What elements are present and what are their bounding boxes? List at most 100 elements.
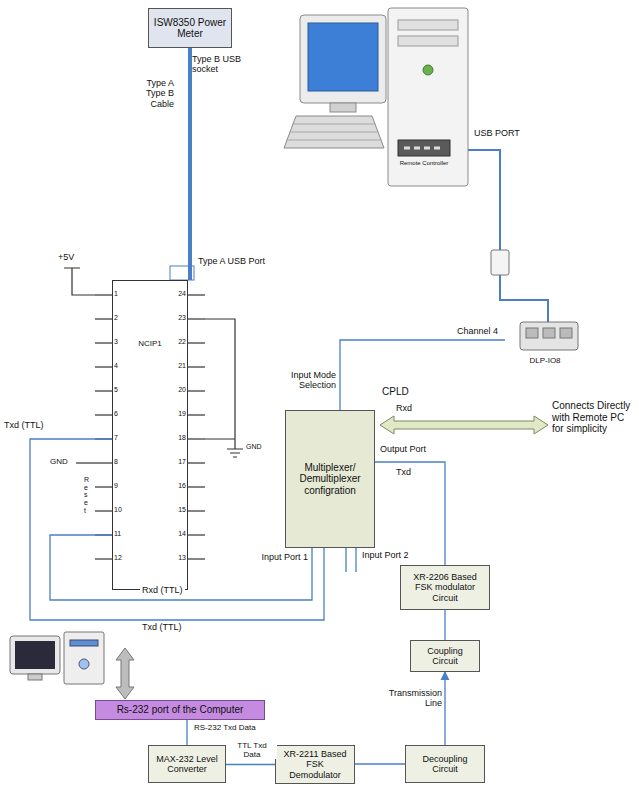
node-text: Decoupling Circuit: [410, 754, 480, 775]
ground-symbol: [227, 449, 243, 457]
signal-wire: [186, 720, 187, 745]
pin-number: 18: [170, 434, 186, 442]
process-box: Decoupling Circuit: [405, 745, 485, 783]
pin-number: 24: [170, 290, 186, 298]
pin-stub: [95, 294, 112, 295]
pin-number: 16: [170, 482, 186, 490]
pin-number: 15: [170, 506, 186, 514]
usb-cable: [188, 48, 192, 280]
pin-number: 20: [170, 386, 186, 394]
wire-label: RS-232 Txd Data: [192, 723, 258, 732]
signal-label: Txd (TTL): [4, 420, 44, 430]
pin-stub: [95, 510, 112, 511]
port-label: Input Port 1: [242, 552, 308, 562]
wire-label: Channel 4: [455, 326, 500, 336]
signal-wire: [355, 763, 405, 764]
signal-wire: [226, 764, 275, 765]
signal-wire: [375, 462, 445, 565]
usb-cable: [468, 150, 548, 322]
node-text: XR-2206 Based FSK modulator Circuit: [405, 572, 485, 603]
pin-number: 23: [170, 314, 186, 322]
pin-stub: [95, 366, 112, 367]
pin-stub: [95, 462, 112, 463]
keyboard-keys: [286, 124, 382, 140]
monitor-frame: [300, 15, 386, 103]
signal-label: GND: [50, 457, 68, 466]
pin-stub: [188, 438, 205, 439]
pin-number: 7: [114, 434, 130, 442]
dlp-io8-device: [520, 322, 578, 350]
pin-number: 19: [170, 410, 186, 418]
monitor-stand: [330, 103, 356, 112]
process-box: XR-2206 Based FSK modulator Circuit: [400, 565, 490, 610]
node-text: MAX-232 Level Converter: [153, 754, 221, 775]
ground-bridge-wire: [205, 319, 235, 449]
pin-stub: [188, 486, 205, 487]
port-label: Output Port: [380, 444, 426, 454]
disk-icon: [79, 659, 89, 669]
pin-stub: [95, 390, 112, 391]
pin-number: 21: [170, 362, 186, 370]
wire-label: TTL Txd Data: [227, 741, 277, 759]
device-port: [543, 328, 555, 338]
monitor-frame: [10, 636, 60, 674]
remote-buttons: [404, 147, 440, 150]
remote-controller: [398, 140, 450, 156]
keyboard: [284, 116, 384, 148]
pin-number: 4: [114, 362, 130, 370]
cpld-box: Multiplexer/ Demultiplexer configration: [285, 410, 375, 548]
monitor-screen: [15, 641, 55, 669]
pin-stub: [95, 558, 112, 559]
port-box: Rs-232 port of the Computer: [95, 700, 265, 720]
device-caption: DLP-IO8: [505, 318, 585, 368]
pin-stub: [188, 294, 205, 295]
node-text: Coupling Circuit: [415, 646, 475, 667]
pin-number: 1: [114, 290, 130, 298]
pin-stub: [95, 342, 112, 343]
pin-stub: [188, 366, 205, 367]
pin-stub: [188, 414, 205, 415]
node-text: DLP-IO8: [529, 356, 560, 365]
pin-stub: [188, 342, 205, 343]
usb-plug: [491, 250, 509, 275]
ic-chip: NCIP1: [112, 280, 188, 590]
monitor-screen: [308, 23, 378, 91]
port-label: Type A USB Port: [198, 256, 265, 266]
pin-number: 12: [114, 554, 130, 562]
pin-label: Reset: [84, 476, 88, 514]
node-text: NCIP1: [138, 339, 162, 348]
wire-label: Txd (TTL): [140, 622, 184, 632]
signal-wire: [340, 340, 505, 410]
pin-stub: [95, 414, 112, 415]
signal-label: Txd: [396, 467, 411, 477]
node-text: XR-2211 Based FSK Demodulator: [280, 749, 350, 780]
ground-wire: [76, 462, 95, 463]
pin-stub: [188, 558, 205, 559]
signal-wire: [444, 672, 445, 745]
signal-label: GND: [246, 443, 262, 451]
desktop-computer: [10, 632, 104, 684]
cable-label: Type A Type B Cable: [130, 78, 174, 109]
double-arrow: [380, 416, 548, 434]
pin-number: 5: [114, 386, 130, 394]
pin-stub: [188, 534, 205, 535]
desktop-computer: [284, 8, 468, 186]
supply-label: +5V: [58, 252, 74, 262]
process-box: Coupling Circuit: [410, 640, 480, 672]
pin-number: 9: [114, 482, 130, 490]
pin-number: 11: [114, 530, 130, 538]
node-text: ISW8350 Power Meter: [153, 17, 227, 40]
input-port-2-wires: [346, 548, 356, 572]
pin-stub: [188, 318, 205, 319]
device-label: Remote Controller: [394, 160, 454, 167]
port-label: USB PORT: [474, 128, 520, 138]
power-button: [423, 65, 433, 75]
pin-stub: [188, 462, 205, 463]
supply-wire: [64, 268, 95, 295]
note-text: Connects Directly with Remote PC for sim…: [552, 400, 634, 435]
pin-number: 17: [170, 458, 186, 466]
process-box: MAX-232 Level Converter: [148, 745, 226, 783]
pin-number: 10: [114, 506, 130, 514]
